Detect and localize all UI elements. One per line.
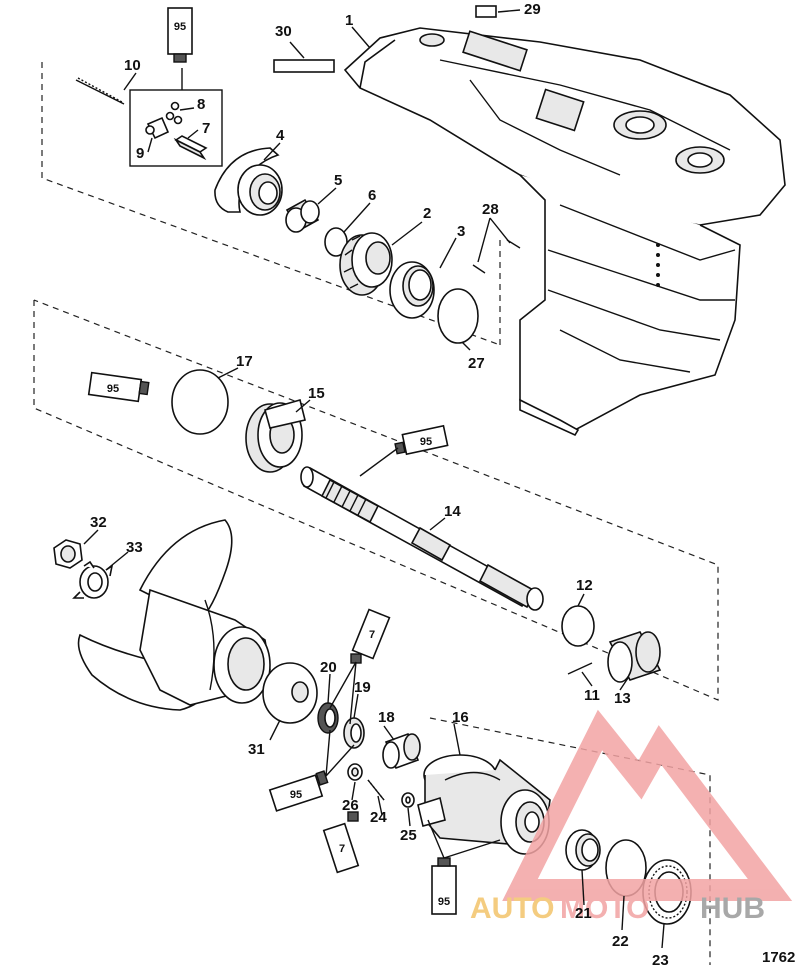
pinion-gear-2 <box>339 232 393 296</box>
label-12: 12 <box>576 577 593 594</box>
label-3: 3 <box>457 223 465 240</box>
tube-label: 95 <box>174 21 186 33</box>
thrust-hub-31 <box>262 662 318 724</box>
label-9: 9 <box>136 145 144 162</box>
label-20: 20 <box>320 659 337 676</box>
retaining-ring-12 <box>561 605 595 647</box>
plunger-7 <box>173 135 208 161</box>
label-28: 28 <box>482 201 499 218</box>
label-33: 33 <box>126 539 143 556</box>
label-26: 26 <box>342 797 359 814</box>
dashed-group-lower <box>429 717 711 965</box>
tube-label: 95 <box>107 383 119 395</box>
lubricant-tube-bottom: 95 <box>431 857 457 915</box>
label-8: 8 <box>197 96 205 113</box>
leader-lines <box>83 9 665 949</box>
label-31: 31 <box>248 741 265 758</box>
gear-housing <box>343 27 786 437</box>
figure-number: 1762 <box>762 949 795 966</box>
label-box-30 <box>273 59 335 73</box>
needle-bearing-5 <box>285 198 320 233</box>
lubricant-tube-7-upper: 7 <box>350 608 391 664</box>
fitting-9 <box>145 116 170 140</box>
lubricant-tube-7-lower: 7 <box>322 811 360 874</box>
label-24: 24 <box>370 809 387 826</box>
propeller <box>77 519 271 711</box>
label-32: 32 <box>90 514 107 531</box>
leader-lines-7 <box>329 661 357 725</box>
label-19: 19 <box>354 679 371 696</box>
watermark-text-moto: MOTO <box>560 892 649 925</box>
tube-label: 7 <box>339 843 345 855</box>
leader-lines-95-bottom <box>427 819 501 859</box>
watermark-logo: AUTO MOTO HUB <box>470 709 793 925</box>
tube-label: 95 <box>438 896 450 908</box>
tab-washer-33 <box>72 560 114 599</box>
label-14: 14 <box>444 503 461 520</box>
lubricant-tube-top: 95 <box>167 7 193 63</box>
label-15: 15 <box>308 385 325 402</box>
part-labels: 1 2 3 4 5 6 7 8 9 10 11 12 13 14 15 16 1… <box>90 1 669 969</box>
tube-label: 95 <box>420 436 432 448</box>
lubricant-tube-left: 95 <box>87 371 150 403</box>
cross-pin-11 <box>567 662 593 675</box>
stud-24 <box>367 779 385 801</box>
label-2: 2 <box>423 205 431 222</box>
washer-25 <box>401 792 415 808</box>
lubricant-tube-shaft: 95 <box>394 424 449 456</box>
label-7: 7 <box>202 120 210 137</box>
label-23: 23 <box>652 952 669 969</box>
tube-label: 7 <box>369 629 375 641</box>
label-1: 1 <box>345 12 353 29</box>
spring-screw-10 <box>75 77 125 105</box>
label-6: 6 <box>368 187 376 204</box>
label-27: 27 <box>468 355 485 372</box>
label-5: 5 <box>334 172 342 189</box>
watermark-text-auto: AUTO <box>470 892 554 925</box>
check-ball-8 <box>165 101 183 125</box>
propeller-shaft-14 <box>300 466 544 611</box>
bearing-sleeve-18 <box>382 732 421 770</box>
retainer-4 <box>214 147 283 216</box>
label-29: 29 <box>524 1 541 18</box>
oil-seal-19 <box>343 717 365 749</box>
label-box-29 <box>475 5 497 18</box>
o-ring-27 <box>437 288 479 344</box>
detail-box <box>129 89 223 167</box>
oil-seal-20 <box>317 702 339 734</box>
bearing-cup-21 <box>565 829 601 871</box>
bearing-carrier-16 <box>417 754 551 855</box>
lubricant-tube-lower-left: 95 <box>268 770 329 812</box>
label-30: 30 <box>275 23 292 40</box>
label-4: 4 <box>276 127 285 144</box>
label-25: 25 <box>400 827 417 844</box>
dashed-group-middle <box>33 299 719 701</box>
prop-nut-32 <box>53 539 83 569</box>
bearing-cup-3 <box>389 261 435 319</box>
dashed-group-upper <box>41 62 501 346</box>
bearing-carrier-15 <box>245 399 306 473</box>
nut-26 <box>347 763 363 781</box>
label-21: 21 <box>575 905 592 922</box>
label-11: 11 <box>584 687 600 704</box>
leader-lines-95 <box>325 729 355 777</box>
label-10: 10 <box>124 57 141 74</box>
label-22: 22 <box>612 933 629 950</box>
o-ring-17 <box>171 369 229 435</box>
label-18: 18 <box>378 709 395 726</box>
label-13: 13 <box>614 690 631 707</box>
tube-label: 95 <box>290 789 302 801</box>
label-16: 16 <box>452 709 469 726</box>
label-17: 17 <box>236 353 253 370</box>
clutch-13 <box>607 631 662 683</box>
watermark-text-hub: HUB <box>700 892 765 925</box>
